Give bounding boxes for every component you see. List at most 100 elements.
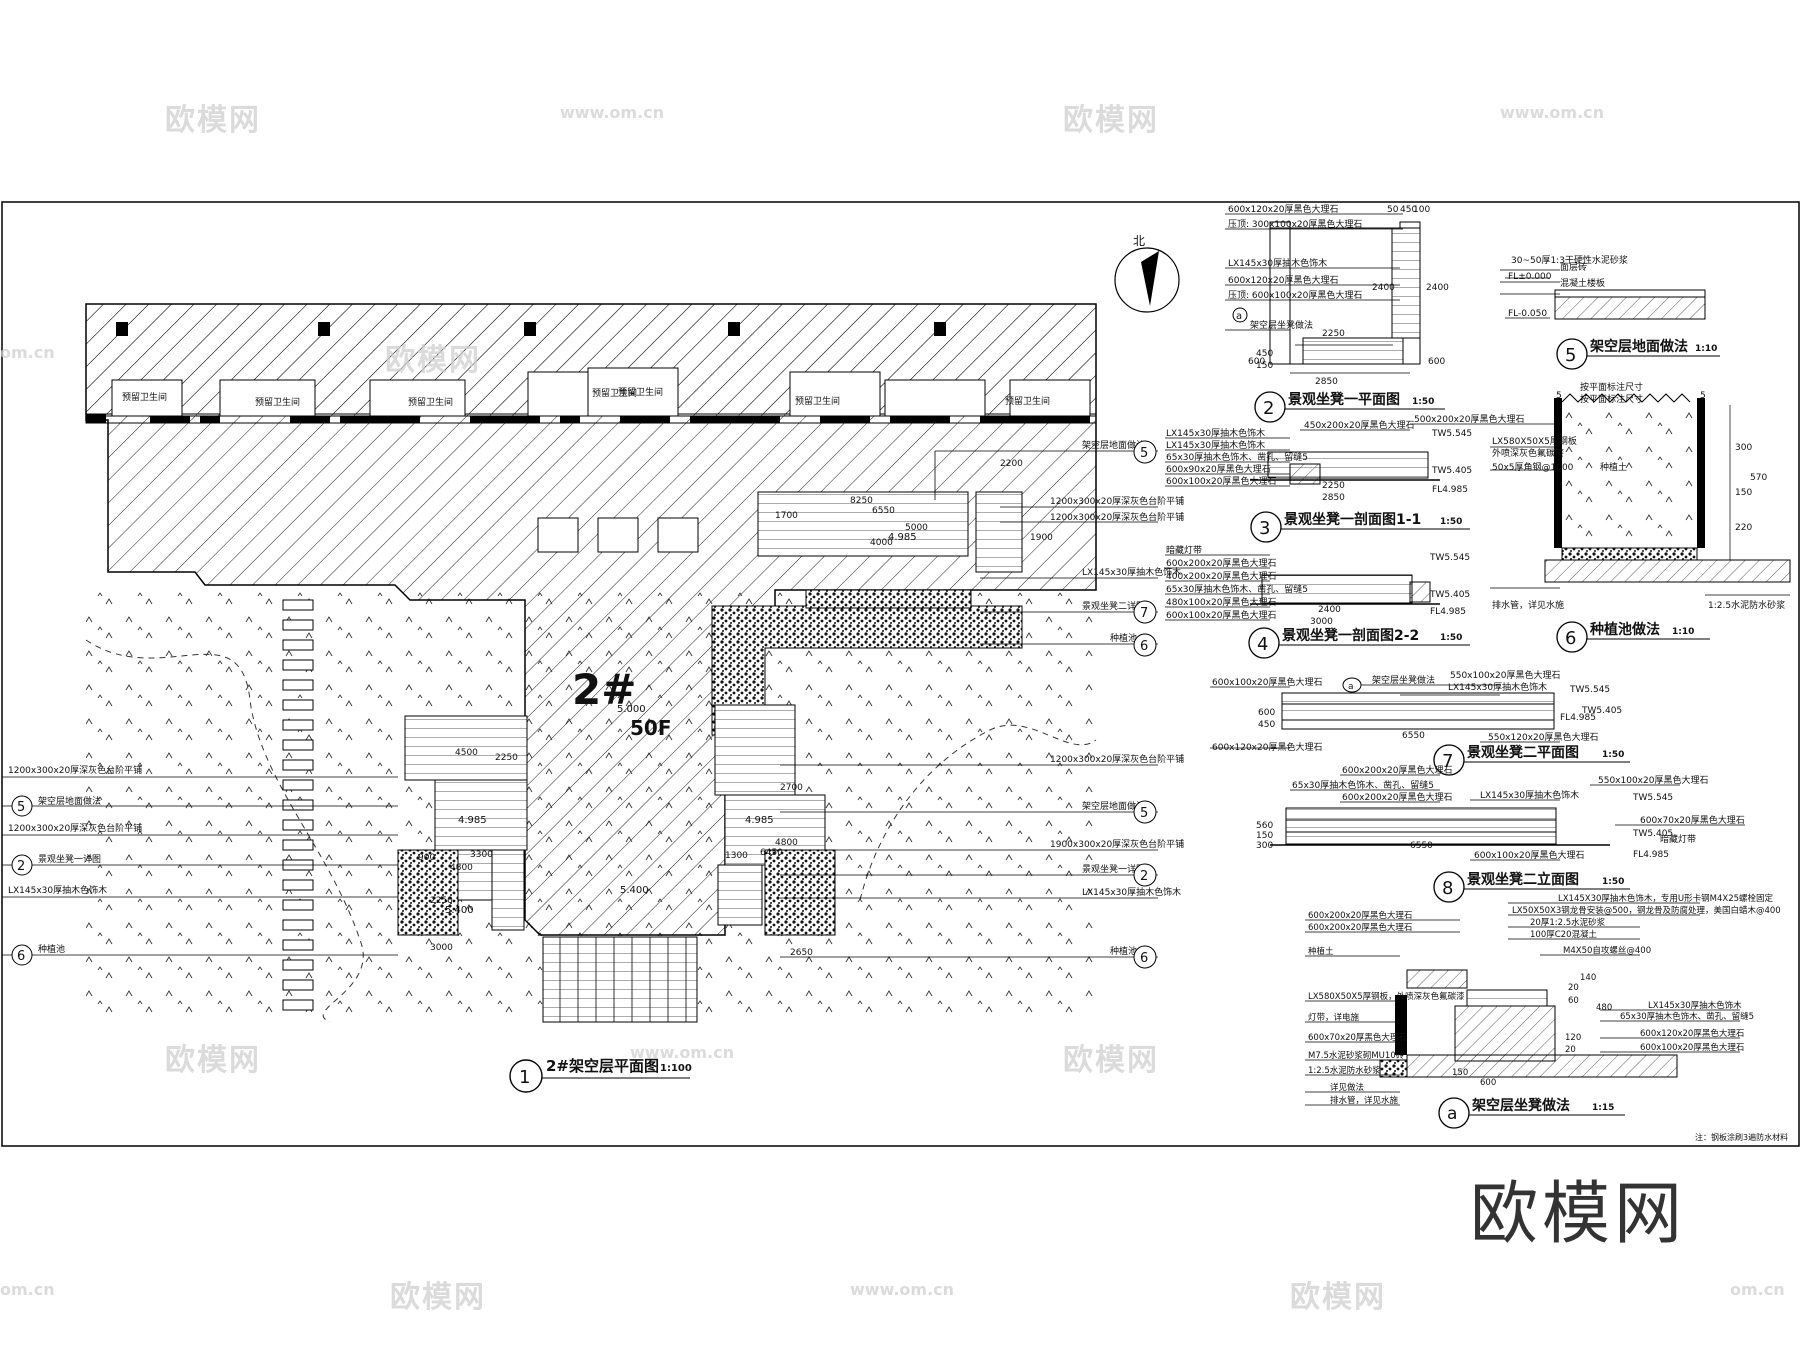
detail-bench-two-plan: 600x100x20厚黑色大理石 架空层坐凳做法 550x100x20厚黑色大理… xyxy=(1210,669,1630,776)
svg-text:1200x300x20厚深灰色台阶平铺: 1200x300x20厚深灰色台阶平铺 xyxy=(1050,511,1184,523)
svg-text:2: 2 xyxy=(17,859,25,874)
svg-text:1200x300x20厚深灰色台阶平铺: 1200x300x20厚深灰色台阶平铺 xyxy=(8,764,142,776)
watermark-url: www.om.cn xyxy=(560,103,665,122)
svg-text:600x100x20厚黑色大理石: 600x100x20厚黑色大理石 xyxy=(1640,1042,1744,1053)
svg-text:TW5.405: TW5.405 xyxy=(1429,590,1470,600)
svg-text:预留卫生间: 预留卫生间 xyxy=(618,386,663,398)
detail-bench-one-section-2: 暗藏灯带 600x200x20厚黑色大理石 400x200x20厚黑色大理石 6… xyxy=(1165,544,1470,659)
svg-text:30~50厚1:3干硬性水泥砂浆: 30~50厚1:3干硬性水泥砂浆 xyxy=(1511,254,1628,266)
svg-text:M4X50自攻螺丝@400: M4X50自攻螺丝@400 xyxy=(1563,945,1651,956)
svg-text:灯带，详电施: 灯带，详电施 xyxy=(1308,1012,1360,1023)
svg-text:2250: 2250 xyxy=(1322,481,1345,491)
watermark-url: www.om.cn xyxy=(630,1043,735,1062)
elevation-labels: 5.000 4.985 4.985 4.985 5.400 5.400 xyxy=(445,532,917,916)
svg-text:FL4.985: FL4.985 xyxy=(1432,485,1468,495)
svg-text:1700: 1700 xyxy=(775,511,798,521)
svg-text:3: 3 xyxy=(1259,518,1270,539)
gravel-path xyxy=(711,605,1023,736)
svg-text:预留卫生间: 预留卫生间 xyxy=(1005,395,1050,407)
svg-text:150: 150 xyxy=(1735,488,1752,498)
svg-text:景观坐凳二平面图: 景观坐凳二平面图 xyxy=(1467,744,1579,761)
svg-text:1200x300x20厚深灰色台阶平铺: 1200x300x20厚深灰色台阶平铺 xyxy=(8,822,142,834)
watermark-logo: 欧模网 xyxy=(1290,1280,1386,1315)
svg-text:详见做法: 详见做法 xyxy=(1330,1082,1364,1093)
svg-text:2700: 2700 xyxy=(780,783,803,793)
svg-text:TW5.405: TW5.405 xyxy=(1581,706,1622,716)
svg-text:预留卫生间: 预留卫生间 xyxy=(408,396,453,408)
svg-text:5: 5 xyxy=(1556,391,1562,401)
svg-text:景观坐凳一详图: 景观坐凳一详图 xyxy=(1082,863,1145,875)
svg-text:TW5.405: TW5.405 xyxy=(1431,466,1472,476)
svg-text:65x30厚抽木色饰木、凿孔、留缝5: 65x30厚抽木色饰木、凿孔、留缝5 xyxy=(1292,779,1434,791)
deck-upper-side xyxy=(975,491,1023,573)
svg-text:M7.5水泥砂浆砌MU10砖: M7.5水泥砂浆砌MU10砖 xyxy=(1308,1050,1405,1061)
svg-text:2400: 2400 xyxy=(1318,605,1341,615)
svg-text:20: 20 xyxy=(1568,983,1579,993)
building-number: 2# xyxy=(572,665,636,714)
svg-text:7: 7 xyxy=(1140,606,1148,621)
deck-right xyxy=(714,704,796,796)
right-leaders xyxy=(780,450,1158,958)
dimension-labels: 2200 1700 6550 8250 4000 5000 4500 2250 … xyxy=(418,459,1053,958)
stepping-stones xyxy=(282,599,314,1011)
svg-text:600: 600 xyxy=(1258,708,1275,718)
svg-text:LX145x30厚抽木色饰木: LX145x30厚抽木色饰木 xyxy=(1648,1000,1742,1011)
svg-text:FL4.985: FL4.985 xyxy=(1560,713,1596,723)
svg-text:600: 600 xyxy=(1248,357,1265,367)
svg-text:1900x300x20厚深灰色台阶平铺: 1900x300x20厚深灰色台阶平铺 xyxy=(1050,838,1184,850)
svg-text:5000: 5000 xyxy=(905,523,928,533)
svg-text:预留卫生间: 预留卫生间 xyxy=(592,387,637,399)
watermark-url: om.cn xyxy=(0,343,55,362)
watermark-logo: 欧模网 xyxy=(390,1280,486,1315)
svg-text:4: 4 xyxy=(1257,634,1268,655)
svg-text:5.000: 5.000 xyxy=(617,704,646,715)
svg-text:50x5厚角钢@1000: 50x5厚角钢@1000 xyxy=(1492,461,1574,473)
detail-planter: 按平面标注尺寸 按平面标注尺寸 LX580X50X5厚钢板 外喷深灰色氟碳漆 5… xyxy=(1490,381,1791,653)
svg-text:8250: 8250 xyxy=(850,496,873,506)
svg-text:LX580X50X5厚钢板: LX580X50X5厚钢板 xyxy=(1492,435,1577,447)
svg-text:2650: 2650 xyxy=(790,948,813,958)
svg-text:架空层地面做法: 架空层地面做法 xyxy=(1082,800,1145,812)
svg-text:种植池: 种植池 xyxy=(38,943,65,955)
watermark-url: www.om.cn xyxy=(1500,103,1605,122)
watermark-logo: 欧模网 xyxy=(385,343,481,378)
svg-text:6: 6 xyxy=(17,949,25,964)
svg-text:LX145x30厚抽木色饰木: LX145x30厚抽木色饰木 xyxy=(8,884,107,896)
svg-text:FL4.985: FL4.985 xyxy=(1430,607,1466,617)
svg-text:600x100x20厚黑色大理石: 600x100x20厚黑色大理石 xyxy=(1166,475,1276,487)
svg-text:FL-0.050: FL-0.050 xyxy=(1508,309,1547,319)
svg-text:20: 20 xyxy=(1565,1045,1576,1055)
svg-text:排水管，详见水施: 排水管，详见水施 xyxy=(1330,1095,1399,1106)
svg-text:150: 150 xyxy=(1256,361,1273,371)
svg-text:150: 150 xyxy=(1452,1068,1468,1078)
svg-text:1:50: 1:50 xyxy=(1440,517,1462,527)
svg-text:2850: 2850 xyxy=(1322,493,1345,503)
left-bubbles: 5 2 6 xyxy=(11,795,33,966)
svg-text:按平面标注尺寸: 按平面标注尺寸 xyxy=(1580,393,1643,405)
watermark-url: om.cn xyxy=(0,1280,55,1299)
toilet-rooms xyxy=(111,367,1091,417)
svg-text:北: 北 xyxy=(1133,234,1145,248)
svg-text:50: 50 xyxy=(1387,205,1399,215)
deck-upper xyxy=(757,491,969,557)
svg-text:2#架空层平面图: 2#架空层平面图 xyxy=(546,1057,659,1075)
svg-text:LX145x30厚抽木色饰木: LX145x30厚抽木色饰木 xyxy=(1448,681,1547,693)
svg-text:7: 7 xyxy=(1442,751,1453,772)
svg-text:150: 150 xyxy=(1256,831,1273,841)
entry-steps xyxy=(542,936,698,1023)
svg-text:4800: 4800 xyxy=(450,863,473,873)
svg-text:1:100: 1:100 xyxy=(660,1063,692,1074)
svg-text:6550: 6550 xyxy=(872,506,895,516)
svg-text:混凝土楼板: 混凝土楼板 xyxy=(1560,277,1605,289)
svg-text:排水管，详见水施: 排水管，详见水施 xyxy=(1492,599,1564,611)
deck-left-mid xyxy=(434,779,528,851)
svg-text:600x100x20厚黑色大理石: 600x100x20厚黑色大理石 xyxy=(1212,676,1322,688)
gravel-edge xyxy=(805,589,972,609)
svg-text:600x100x20厚黑色大理石: 600x100x20厚黑色大理石 xyxy=(1474,849,1584,861)
svg-text:600x200x20厚黑色大理石: 600x200x20厚黑色大理石 xyxy=(1342,764,1452,776)
svg-text:1:50: 1:50 xyxy=(1602,750,1624,760)
svg-text:种植土: 种植土 xyxy=(1308,946,1334,957)
svg-text:400x200x20厚黑色大理石: 400x200x20厚黑色大理石 xyxy=(1166,570,1276,582)
svg-text:480: 480 xyxy=(1596,1003,1612,1013)
